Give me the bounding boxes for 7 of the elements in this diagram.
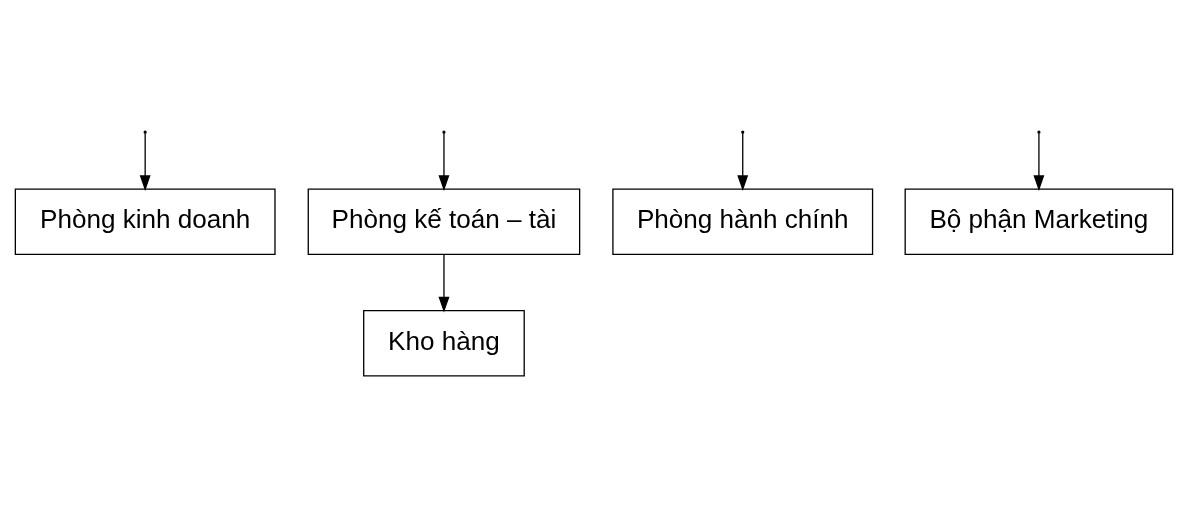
node-box: Phòng kế toán – tài — [307, 188, 581, 255]
node-box: Phòng hành chính — [612, 188, 874, 255]
node-box: Phòng kinh doanh — [14, 188, 276, 255]
node-box: Kho hàng — [363, 309, 525, 376]
node-box: Bộ phận Marketing — [904, 188, 1174, 255]
arrow — [139, 132, 151, 191]
arrow — [438, 253, 450, 312]
